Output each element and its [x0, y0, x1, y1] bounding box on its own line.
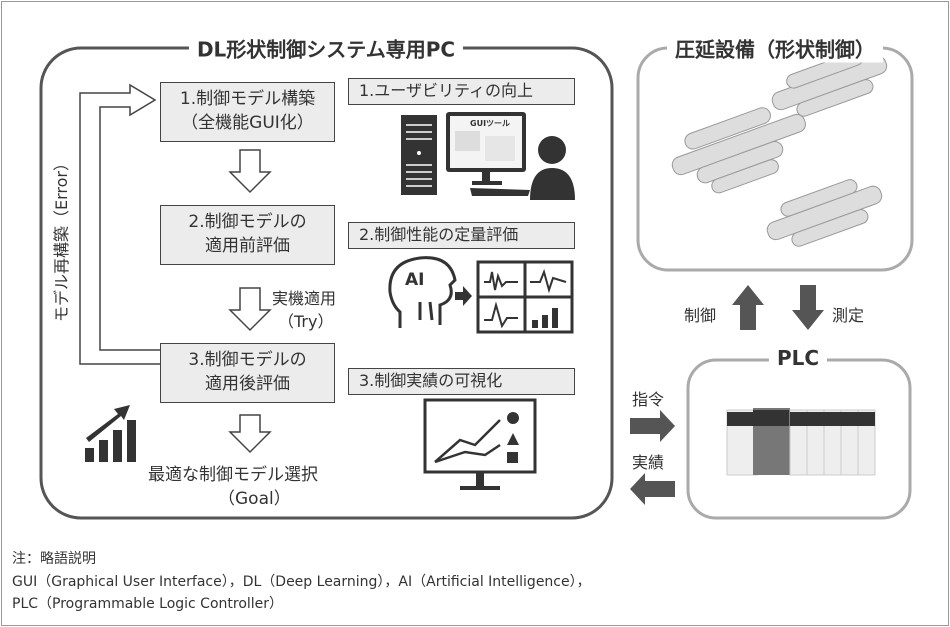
mill-title: 圧延設備（形状制御） [667, 33, 883, 63]
down-arrow-1 [228, 149, 272, 194]
step-1-line1: 1.制御モデル構築 [179, 89, 316, 109]
try-label: 実機適用 [272, 289, 337, 308]
control-label: 制御 [684, 306, 717, 325]
goal-label: 最適な制御モデル選択 [148, 465, 318, 485]
right-arrow-command [630, 410, 675, 442]
goal-sub: （Goal） [218, 489, 291, 509]
result-label: 実績 [632, 453, 665, 472]
step-2-line1: 2.制御モデルの [188, 212, 307, 232]
pc-title: DL形状制御システム専用PC [188, 33, 464, 63]
note-heading: 注：略語説明 [12, 551, 96, 567]
feature-3: 3.制御実績の可視化 [348, 368, 575, 395]
ai-label: AI [405, 270, 425, 290]
feature-2: 2.制御性能の定量評価 [348, 222, 575, 249]
feedback-loop-arrow [79, 83, 160, 365]
right-arrow-icon [455, 286, 472, 306]
visualization-monitor-icon [423, 398, 537, 490]
rolling-mill-icon [671, 50, 888, 247]
plc-title: PLC [768, 346, 828, 370]
loop-label: モデル再構築（Error） [52, 154, 71, 322]
command-label: 指令 [632, 390, 665, 409]
plc-device-icon [726, 408, 876, 476]
down-arrow-2 [228, 287, 272, 332]
gui-tool-label: GUIツール [470, 119, 511, 128]
step-3-line2: 適用後評価 [205, 374, 290, 394]
measure-label: 測定 [832, 306, 865, 325]
note-line-2: PLC（Programmable Logic Controller） [12, 596, 284, 612]
analysis-panels-icon [476, 260, 574, 334]
step-2-box: 2.制御モデルの適用前評価 [160, 205, 335, 265]
step-2-line2: 適用前評価 [205, 236, 290, 256]
feature-1: 1.ユーザビリティの向上 [348, 78, 575, 105]
note-line-1: GUI（Graphical User Interface），DL（Deep Le… [12, 574, 591, 590]
growth-chart-icon [85, 405, 136, 462]
step-1-line2: （全機能GUI化） [181, 113, 314, 133]
step-3-line1: 3.制御モデルの [188, 350, 307, 370]
step-3-box: 3.制御モデルの適用後評価 [160, 343, 335, 403]
step-1-box: 1.制御モデル構築 （全機能GUI化） [160, 82, 335, 142]
down-arrow-3 [228, 414, 272, 454]
computer-user-icon [401, 112, 575, 200]
down-arrow-measure [792, 285, 824, 330]
up-arrow-control [732, 285, 764, 330]
try-sub: （Try） [278, 312, 334, 331]
ai-head-icon [388, 256, 457, 328]
left-arrow-result [630, 473, 675, 505]
